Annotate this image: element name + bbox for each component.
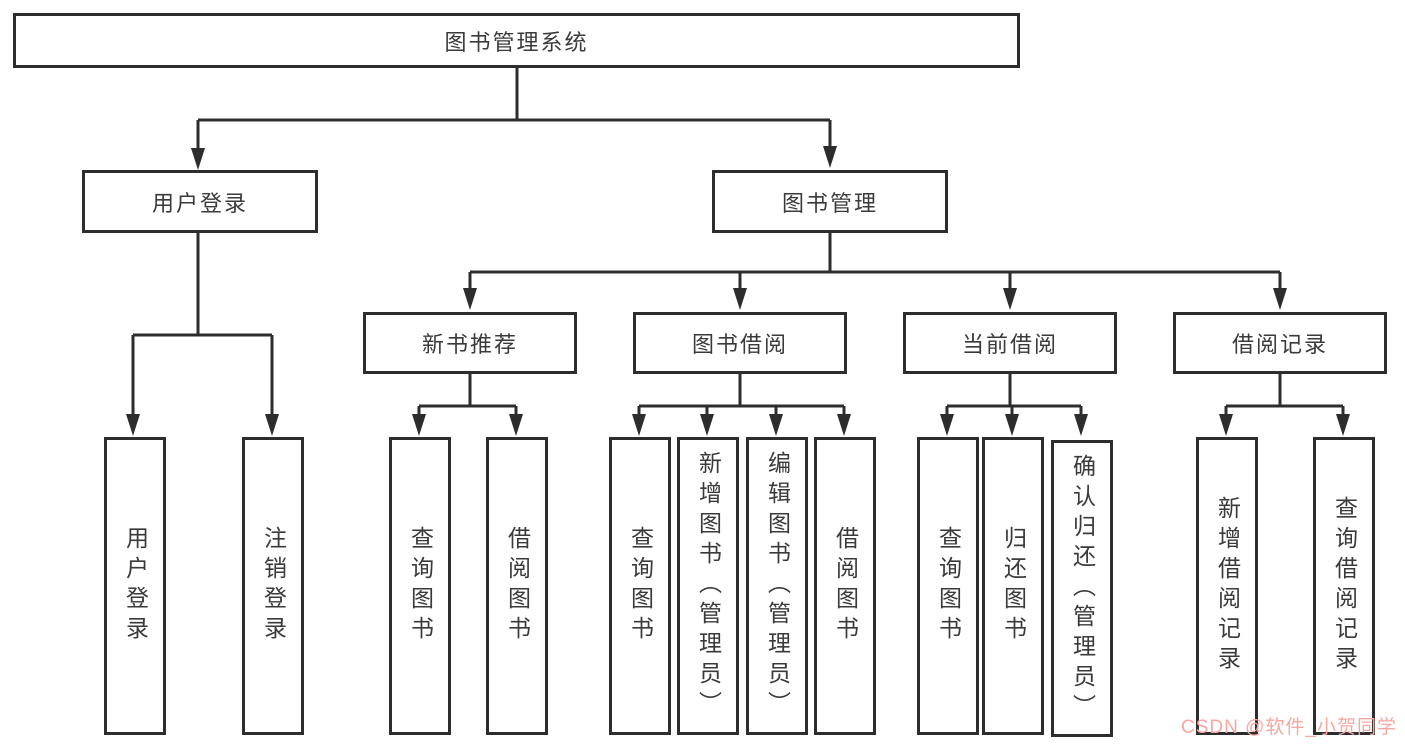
node-borrow-records: 借阅记录	[1173, 312, 1387, 374]
leaf-query-borrow-record: 查询借阅记录	[1313, 437, 1375, 735]
leaf-add-books-admin: 新增图书（管理员）	[677, 437, 739, 735]
node-borrow-records-label: 借阅记录	[1231, 332, 1328, 357]
leaf-borrow-books-1: 借阅图书	[486, 437, 548, 735]
leaf-query-books-3-label: 查询图书	[935, 526, 962, 646]
node-user-login-label: 用户登录	[151, 190, 248, 216]
node-current-borrowing-label: 当前借阅	[961, 332, 1058, 357]
leaf-edit-books-admin-label: 编辑图书（管理员）	[764, 451, 791, 721]
leaf-borrow-books-2-label: 借阅图书	[832, 526, 859, 646]
leaf-user-login: 用户登录	[104, 437, 166, 735]
node-book-borrowing: 图书借阅	[633, 312, 847, 374]
leaf-query-borrow-record-label: 查询借阅记录	[1331, 496, 1358, 676]
node-root: 图书管理系统	[13, 13, 1020, 68]
node-root-label: 图书管理系统	[444, 29, 589, 55]
leaf-query-books-2: 查询图书	[609, 437, 671, 735]
leaf-return-books: 归还图书	[982, 437, 1044, 735]
leaf-logout-label: 注销登录	[260, 526, 287, 646]
node-new-book-recommend: 新书推荐	[363, 312, 577, 374]
csdn-watermark: CSDN @软件_小贺同学	[1181, 717, 1397, 738]
node-current-borrowing: 当前借阅	[903, 312, 1117, 374]
leaf-confirm-return-admin-label: 确认归还（管理员）	[1069, 453, 1096, 724]
leaf-edit-books-admin: 编辑图书（管理员）	[746, 437, 808, 735]
node-new-book-recommend-label: 新书推荐	[421, 332, 518, 357]
node-book-management-label: 图书管理	[781, 190, 878, 216]
arrowheads	[126, 146, 1350, 436]
leaf-borrow-books-2: 借阅图书	[814, 437, 876, 735]
leaf-confirm-return-admin: 确认归还（管理员）	[1051, 440, 1113, 737]
leaf-logout: 注销登录	[242, 437, 304, 735]
leaf-query-books-1-label: 查询图书	[407, 526, 434, 646]
leaf-query-books-2-label: 查询图书	[627, 526, 654, 646]
node-book-management: 图书管理	[712, 170, 948, 233]
leaf-add-borrow-record: 新增借阅记录	[1196, 437, 1258, 735]
node-user-login: 用户登录	[82, 170, 318, 233]
leaf-add-books-admin-label: 新增图书（管理员）	[695, 451, 722, 721]
leaf-query-books-1: 查询图书	[389, 437, 451, 735]
leaf-add-borrow-record-label: 新增借阅记录	[1214, 496, 1241, 676]
node-book-borrowing-label: 图书借阅	[691, 332, 788, 357]
leaf-borrow-books-1-label: 借阅图书	[504, 526, 531, 646]
tree-edge-lines	[131, 68, 1345, 416]
leaf-return-books-label: 归还图书	[1000, 526, 1027, 646]
leaf-query-books-3: 查询图书	[917, 437, 979, 735]
leaf-user-login-label: 用户登录	[122, 526, 149, 646]
